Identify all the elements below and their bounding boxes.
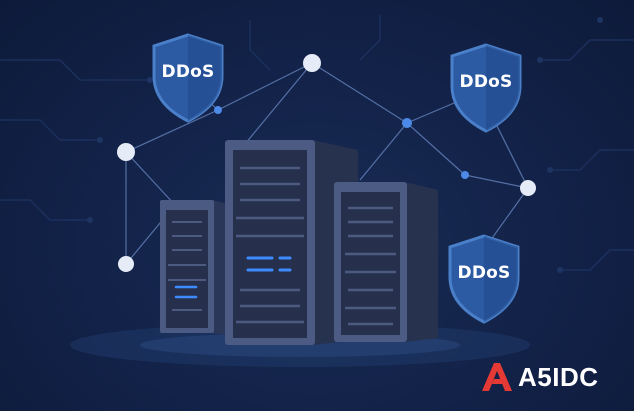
status-light-icon <box>246 256 292 272</box>
server-right <box>334 182 438 342</box>
ddos-shield: DDoS <box>446 42 526 134</box>
shield-label: DDoS <box>161 62 215 82</box>
network-node <box>117 143 135 161</box>
shield-icon <box>450 43 522 133</box>
a5idc-logo-icon <box>482 363 512 391</box>
network-node <box>118 256 134 272</box>
network-node <box>303 54 321 72</box>
server-left <box>160 200 228 335</box>
status-light-icon <box>174 285 198 299</box>
shield-icon <box>152 33 224 123</box>
shield-label: DDoS <box>459 72 513 92</box>
shield-icon <box>448 234 520 324</box>
network-node <box>402 118 412 128</box>
network-nodes <box>117 54 536 272</box>
ddos-shield: DDoS <box>444 233 524 325</box>
network-node <box>461 171 469 179</box>
network-node <box>520 180 536 196</box>
network-node <box>214 106 222 114</box>
brand-name: A5IDC <box>518 361 599 392</box>
shield-label: DDoS <box>457 263 511 283</box>
ddos-shield: DDoS <box>148 32 228 124</box>
brand-logo: A5IDC <box>480 362 599 392</box>
